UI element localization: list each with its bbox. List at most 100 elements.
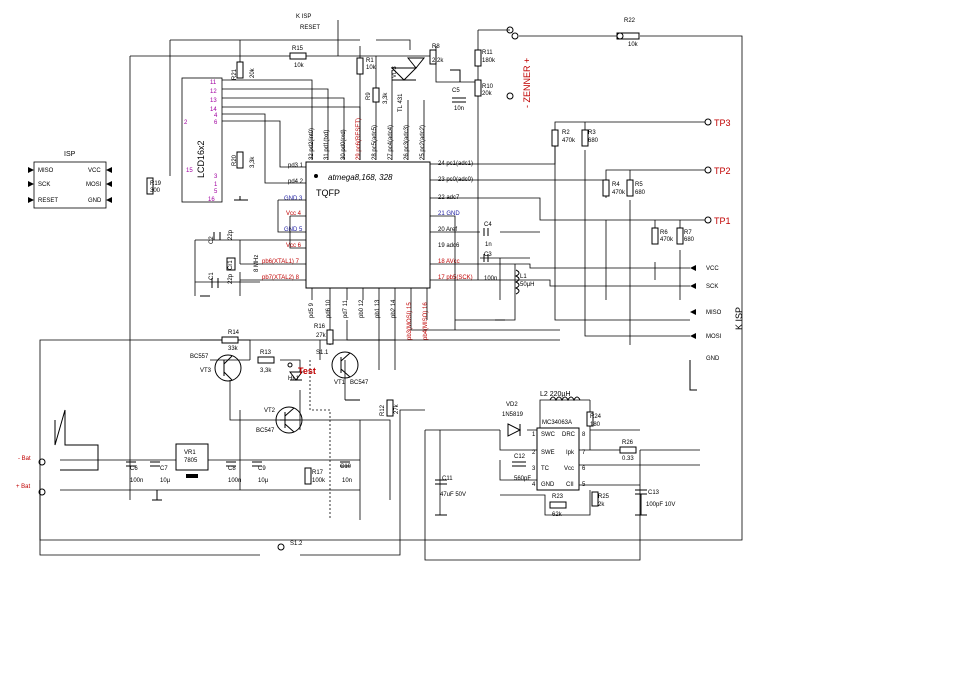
l1-value: 50µH (520, 282, 534, 288)
vd2-name: VD2 (506, 402, 518, 408)
misc-parts (54, 57, 581, 471)
r17-value: 100k (312, 478, 326, 484)
r4-body (602, 179, 610, 197)
r9-value: 3,3k (383, 92, 389, 104)
tl431-symbol (390, 67, 418, 81)
isp-pin-reset: RESET (38, 198, 58, 204)
r7-name: R7 (684, 230, 692, 236)
isp-title: ISP (64, 151, 76, 158)
r19-body (146, 177, 154, 195)
c4-value: 1n (485, 242, 492, 248)
c5-value: 10n (454, 106, 464, 112)
mc-pin-vcc: Vcc (564, 466, 574, 472)
mcu-pin-21: 21 GND (438, 211, 460, 217)
r16-name: R16 (314, 324, 326, 330)
c11-value: 47uF 50V (440, 492, 466, 498)
vr1-name: VR1 (184, 450, 196, 456)
mcu-pin-13: pb1 13 (375, 299, 381, 318)
cr1-name: Cr1 (228, 260, 234, 270)
vr1-body (175, 443, 209, 471)
c6-value: 100n (130, 478, 143, 484)
vd3-diode (406, 57, 426, 69)
isp-pin-sck: SCK (38, 182, 50, 188)
tp3-label: TP3 (714, 118, 731, 128)
r16-value: 27k (316, 333, 327, 339)
c12-value: 560pF (514, 476, 531, 482)
transistors (214, 351, 359, 434)
vr1-tab (186, 474, 198, 478)
r24-body (586, 411, 594, 427)
r5-name: R5 (635, 182, 643, 188)
r21-body (236, 61, 244, 79)
battery-connector (54, 409, 99, 471)
s11-name: S1.1 (316, 350, 329, 356)
isp-pin-miso: MISO (38, 168, 54, 174)
r25-body (591, 491, 599, 507)
r25-name: R25 (598, 494, 610, 500)
r8-body (429, 49, 437, 65)
c6-name: C6 (130, 466, 138, 472)
vt3-circle (214, 354, 242, 382)
c1-name: C1 (209, 272, 215, 280)
lcd-name: LCD16x2 (196, 140, 206, 178)
lcd-pin-3: 3 (214, 174, 218, 180)
lcd-pin-13: 13 (210, 98, 217, 104)
c11-name: C11 (442, 476, 453, 482)
lcd-pin-4: 4 (214, 113, 218, 119)
r19-name: R19 (150, 181, 162, 187)
c1-value: 22p (228, 273, 234, 284)
r23-name: R23 (552, 494, 564, 500)
mc-pin-num-3: 3 (532, 466, 536, 472)
mcu-pin-18: 18 AVcc (438, 259, 460, 265)
r1-value: 10k (366, 65, 377, 71)
mc-pin-tc: TC (541, 466, 550, 472)
isp-box-outline (33, 161, 107, 209)
r2-value: 470k (562, 138, 576, 144)
mc-pin-num-2: 2 (532, 450, 536, 456)
c10-value: 10n (342, 478, 352, 484)
mcu-pin-2: pd4 2 (288, 179, 304, 185)
c10-name: C10 (340, 464, 352, 470)
c9-value: 10µ (258, 478, 269, 484)
mc-pin-num-6: 6 (582, 466, 586, 472)
r26-body (619, 446, 637, 454)
signal-arrows (690, 265, 696, 339)
vt3-name: VT3 (200, 368, 212, 374)
lcd-pin-15: 15 (186, 168, 193, 174)
mcu-pin-8: pb7(XTAL2) 8 (262, 275, 300, 281)
lcd-outline (181, 77, 223, 203)
mcu-pin-1: pd3 1 (288, 163, 304, 169)
mcu-pin-29: 29 pc6(RESET) (356, 118, 362, 160)
crystal-body (226, 257, 236, 271)
mcu-pin-5: GND 5 (284, 227, 303, 233)
r3-value: 680 (588, 138, 599, 144)
r11-body (474, 49, 482, 67)
mcu-pin-9: pd5 9 (309, 302, 315, 318)
r12-name: R12 (380, 404, 386, 416)
bat-plus-label: + Bat (16, 484, 31, 490)
c5-name: C5 (452, 88, 460, 94)
r20-value: 3,3k (250, 156, 256, 168)
vt1-name: VT1 (334, 380, 346, 386)
r26-value: 0.33 (622, 456, 634, 462)
r15-value: 10k (294, 63, 305, 69)
r5-body (626, 179, 634, 197)
r24-value: 180 (590, 422, 601, 428)
hl1-name: HL1 (288, 376, 300, 382)
r20-body (236, 151, 244, 169)
r22-body (616, 32, 640, 40)
r16-body (326, 329, 334, 345)
r3-body (581, 129, 589, 147)
mcu-package: TQFP (316, 188, 340, 198)
lcd-pin-5: 5 (214, 189, 218, 195)
mcu-pin-3: GND 3 (284, 196, 303, 202)
vt2-circle (275, 406, 303, 434)
ics (175, 427, 580, 491)
r24-name: R24 (590, 414, 602, 420)
bat-minus-label: - Bat (18, 456, 31, 462)
c7-value: 10µ (160, 478, 171, 484)
r21-value: 20k (250, 67, 256, 78)
mc-pin-num-5: 5 (582, 482, 586, 488)
signal-mosi: MOSI (706, 334, 722, 340)
